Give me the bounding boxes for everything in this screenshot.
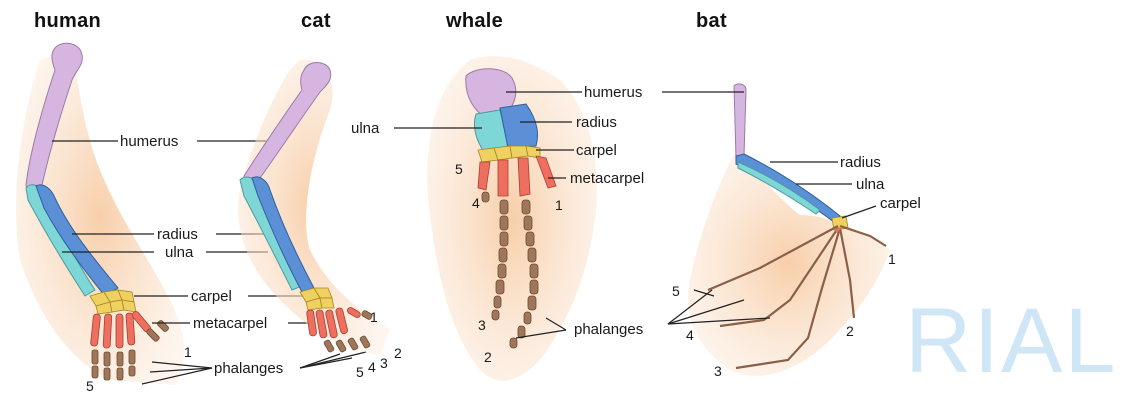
label-metacarpel-human: metacarpel: [193, 315, 267, 332]
human-digit-5: 5: [86, 378, 94, 394]
bat-digit-3: 3: [714, 363, 722, 379]
label-humerus-whale: humerus: [584, 84, 642, 101]
label-carpel-bat: carpel: [880, 195, 921, 212]
label-radius-bat: radius: [840, 154, 881, 171]
label-ulna-whale: ulna: [351, 120, 380, 137]
bat-limb: [662, 84, 890, 376]
cat-digit-5: 5: [356, 364, 364, 380]
bat-humerus: [734, 84, 746, 158]
label-ulna-bat: ulna: [856, 176, 885, 193]
label-phalanges-whale: phalanges: [574, 321, 643, 338]
whale-digit-2: 2: [484, 349, 492, 365]
label-carpel-human: carpel: [191, 288, 232, 305]
label-radius-human: radius: [157, 226, 198, 243]
whale-digit-3: 3: [478, 317, 486, 333]
bat-digit-2: 2: [846, 323, 854, 339]
whale-digit-1: 1: [555, 197, 563, 213]
human-digit-1: 1: [184, 344, 192, 360]
bat-digit-5: 5: [672, 283, 680, 299]
watermark-text: RIAL: [905, 290, 1118, 392]
bat-carpel-line: [842, 206, 876, 218]
label-humerus-human: humerus: [120, 133, 178, 150]
cat-limb: [238, 59, 390, 355]
whale-digit-5: 5: [455, 161, 463, 177]
cat-digit-3: 3: [380, 355, 388, 371]
bat-digit-1: 1: [888, 251, 896, 267]
label-metacarpel-whale: metacarpel: [570, 170, 644, 187]
label-phalanges-human: phalanges: [214, 360, 283, 377]
whale-digit-4: 4: [472, 195, 480, 211]
cat-digit-2: 2: [394, 345, 402, 361]
label-radius-whale: radius: [576, 114, 617, 131]
cat-digit-1: 1: [370, 309, 378, 325]
label-carpel-whale: carpel: [576, 142, 617, 159]
bat-digit-4: 4: [686, 327, 694, 343]
label-ulna-human: ulna: [165, 244, 194, 261]
cat-digit-4: 4: [368, 359, 376, 375]
whale-limb: [394, 56, 597, 381]
